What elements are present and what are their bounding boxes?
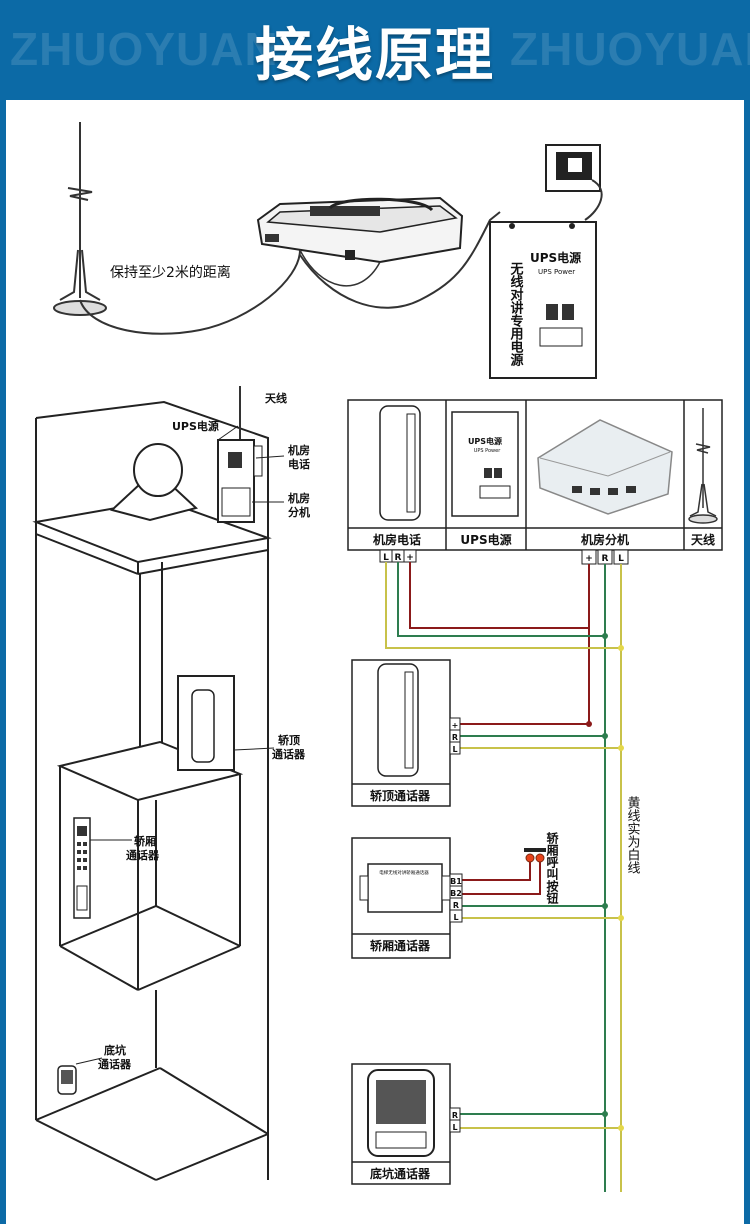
- machine-room-host-icon: [256, 196, 464, 264]
- pit-terminal-r: R: [452, 1111, 458, 1120]
- car-top-terminal-r: R: [452, 733, 458, 742]
- shaft-machine-phone-label-2: 电话: [288, 457, 310, 471]
- call-button-label: 轿厢呼叫按钮: [545, 831, 559, 905]
- car-intercom-label: 轿厢通话器: [370, 938, 431, 953]
- shaft-ups-label: UPS电源: [172, 419, 219, 433]
- car-terminal-b1: B1: [450, 877, 462, 886]
- shaft-machine-ext-label-2: 分机: [288, 505, 310, 519]
- car-top-terminal-l: L: [452, 745, 457, 754]
- panel-label-antenna: 天线: [691, 532, 715, 547]
- header-banner: ZHUOYUAN ZHUOYUAN 接线原理: [0, 0, 750, 100]
- host-cable: [299, 211, 501, 309]
- pit-intercom-label: 底坑通话器: [370, 1166, 431, 1181]
- car-top-label-2: 通话器: [272, 747, 306, 761]
- pit-intercom-label-2: 通话器: [98, 1057, 132, 1071]
- pit-terminal-l: L: [452, 1123, 457, 1132]
- phone-cord: [299, 249, 381, 287]
- ups-box-vertical-label: 无线对讲专用电源: [508, 262, 525, 367]
- ups-box-subtitle: UPS Power: [538, 268, 575, 276]
- machine-room-antenna-icon: [688, 408, 718, 524]
- panel-ups-title: UPS电源: [468, 436, 502, 446]
- panel-label-ups: UPS电源: [460, 532, 511, 547]
- car-terminal-b2: B2: [450, 889, 462, 898]
- car-intercom-label-1: 轿厢: [134, 834, 156, 848]
- call-button-icon: [524, 848, 546, 863]
- distance-note: 保持至少2米的距离: [110, 264, 231, 281]
- host-terminal-l: L: [618, 554, 624, 564]
- phone-terminal-r: R: [395, 553, 402, 563]
- pit-intercom-label-1: 底坑: [104, 1043, 126, 1057]
- car-top-terminal-plus: +: [452, 721, 459, 730]
- antenna-icon: [53, 122, 107, 316]
- car-top-intercom-label: 轿顶通话器: [370, 788, 431, 803]
- watermark-left: ZHUOYUAN: [10, 23, 279, 75]
- power-cable: [584, 179, 603, 221]
- content-frame: [0, 100, 750, 1224]
- car-top-intercom-icon: [177, 675, 235, 771]
- panel-label-phone: 机房电话: [373, 532, 421, 547]
- wall-socket-icon: [545, 144, 601, 192]
- pit-intercom-block: [351, 1063, 461, 1185]
- car-top-label-1: 轿顶: [278, 733, 300, 747]
- wires-green: [397, 562, 606, 1192]
- car-terminal-l: L: [453, 913, 458, 922]
- pit-intercom-icon: [57, 1065, 77, 1095]
- elevator-shaft: [32, 400, 272, 1181]
- traction-machine-icon: [109, 443, 199, 522]
- page-title: 接线原理: [254, 21, 495, 89]
- watermark-right: ZHUOYUAN: [510, 23, 750, 75]
- host-terminal-r: R: [602, 554, 609, 564]
- car-device-text: 电梯无线对讲轿厢通话器: [379, 869, 429, 876]
- machine-room-phone-icon: [379, 405, 421, 521]
- yellow-wire-note: 黄线实为白线: [625, 796, 641, 874]
- host-terminal-plus: +: [585, 554, 593, 564]
- ups-box-title: UPS电源: [530, 250, 581, 265]
- shaft-ups-and-host: [217, 386, 263, 523]
- machine-room-host-box-icon: [537, 419, 673, 515]
- phone-terminal-plus: +: [406, 553, 414, 563]
- shaft-antenna-label: 天线: [265, 391, 287, 405]
- ups-power-box: 无线对讲专用电源 UPS电源 UPS Power: [489, 221, 597, 379]
- car-intercom-block: [351, 837, 463, 959]
- car-top-intercom-block: [351, 659, 461, 807]
- shaft-machine-ext-label-1: 机房: [288, 491, 310, 505]
- car-terminal-r: R: [453, 901, 459, 910]
- panel-label-host: 机房分机: [581, 532, 629, 547]
- phone-terminals: [379, 549, 417, 563]
- panel-ups-subtitle: UPS Power: [474, 448, 501, 454]
- shaft-machine-phone-label-1: 机房: [288, 443, 310, 457]
- antenna-cable: [79, 249, 301, 335]
- wire-junctions: [586, 633, 624, 1131]
- host-terminals: [581, 549, 629, 565]
- car-panel-icon: [73, 817, 91, 919]
- phone-terminal-l: L: [383, 553, 389, 563]
- machine-room-ups-icon: UPS电源 UPS Power: [451, 411, 519, 517]
- wires-yellow: [385, 562, 622, 1192]
- car-intercom-label-2: 通话器: [126, 848, 160, 862]
